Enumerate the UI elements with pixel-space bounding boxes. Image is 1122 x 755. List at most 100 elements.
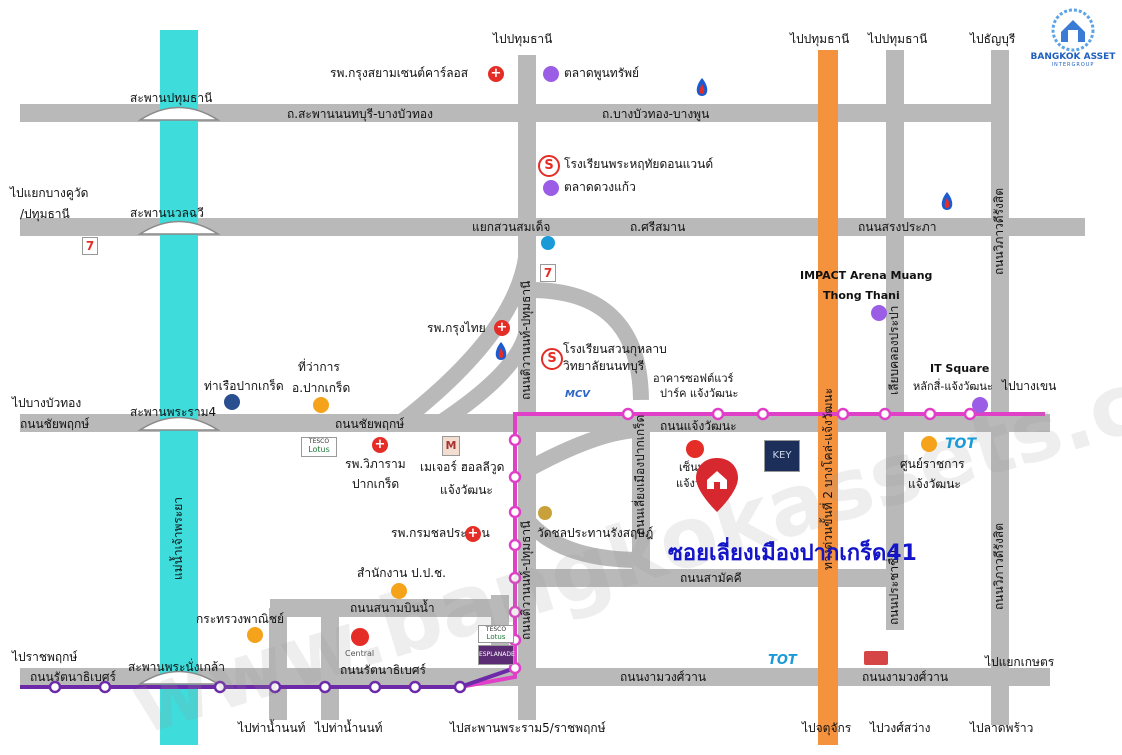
market-icon	[972, 397, 988, 413]
poi-krungthai-hospital: รพ.กรุงไทย	[427, 321, 486, 335]
road-label-sanam-bin-nam: ถนนสนามบินน้ำ	[350, 601, 435, 615]
poi-it-square-1: IT Square	[930, 362, 990, 375]
ramp-2	[395, 249, 535, 430]
poi-ministry-commerce: กระทรวงพาณิชย์	[196, 612, 285, 626]
poi-major-1: เมเจอร์ ฮอลลีวูด	[420, 460, 505, 474]
school-s-icon: S	[541, 348, 563, 370]
road-label-ngamwongwan: ถนนงามวงศ์วาน	[620, 670, 707, 684]
poi-office-pps: สำนักงาน ป.ป.ช.	[357, 566, 446, 580]
ntt-logo-icon	[864, 651, 888, 665]
road-label-khlong-prapa: เลียบคลองประปา	[887, 305, 901, 395]
road-label-chaiyaphruek: ถนนชัยพฤกษ์	[335, 417, 405, 431]
poi-gov-center-1: ศูนย์ราชการ	[900, 457, 965, 471]
poi-software-park-1: อาคารซอฟต์แวร์	[653, 372, 734, 385]
esplanade-logo: ESPLANADE	[478, 645, 515, 665]
road-label-sapan-nonthaburi: ถ.สะพานนนทบุรี-บางบัวทอง	[287, 107, 433, 121]
road-label-si-saman: ถ.ศรีสมาน	[630, 220, 686, 234]
brand-sub: INTERGROUP	[1051, 62, 1095, 68]
seven-eleven-icon: 7	[82, 237, 98, 255]
road-label-song-prapha: ถนนสรงประภา	[858, 220, 937, 234]
poi-district-office-1: ที่ว่าการ	[298, 360, 340, 374]
dir-ladprao: ไปลาดพร้าว	[970, 721, 1034, 735]
road-label-sapan-pathum: สะพานปทุมธานี	[130, 91, 213, 105]
road-label-sammakhi: ถนนสามัคคี	[680, 571, 742, 585]
road-label-chaiyaphruek-left: ถนนชัยพฤกษ์	[20, 417, 90, 431]
dir-tha-nam-non-2: ไปท่าน้ำนนท์	[315, 721, 383, 735]
road-label-wiphawadi-upper: ถนนวิภาวดีรังสิต	[992, 187, 1006, 275]
road-label-yaek-suan-somdet: แยกสวนสมเด็จ	[472, 220, 551, 234]
temple-icon	[538, 506, 552, 520]
poi-school-suan-kulab-2: วิทยาลัยนนทบุรี	[563, 359, 645, 373]
road-label-chaeng-wattana: ถนนแจ้งวัฒนะ	[660, 419, 737, 433]
poi-school-suan-kulab: โรงเรียนสวนกุหลาบ	[563, 342, 667, 356]
dir-pathum-2: ไปปทุมธานี	[790, 32, 850, 46]
poi-major-2: แจ้งวัฒนะ	[440, 483, 493, 497]
dir-pathum-4: /ปทุมธานี	[20, 207, 70, 221]
expressway	[818, 50, 838, 745]
poi-talat-duangkaew: ตลาดดวงแก้ว	[564, 180, 636, 194]
road-label-sapan-nangklao: สะพานพระนั่งเกล้า	[128, 660, 225, 674]
poi-talat-phun-sap: ตลาดพูนทรัพย์	[564, 66, 640, 80]
major-logo-icon: M	[442, 436, 460, 456]
poi-krungsiam-hospital: รพ.กรุงสยามเซนต์คาร์ลอส	[330, 66, 469, 80]
road-label-wiphawadi-lower: ถนนวิภาวดีรังสิต	[992, 522, 1006, 610]
dir-ratchaphruek: ไปราชพฤกษ์	[12, 650, 78, 664]
dir-tha-nam-non-1: ไปท่าน้ำนนท์	[238, 721, 306, 735]
landmark-icon	[391, 583, 407, 599]
market-icon	[543, 66, 559, 82]
poi-impact-1: IMPACT Arena Muang	[800, 269, 933, 282]
ptt-icon	[495, 342, 507, 360]
poi-central-1: เซ็นทรัล	[679, 461, 718, 474]
road-label-bangbuathong-bangphun: ถ.บางบัวทอง-บางพูน	[602, 107, 710, 121]
dir-yaek-kaset: ไปแยกเกษตร	[985, 655, 1055, 669]
chao-phraya-river	[160, 30, 198, 745]
bridge-pathum	[137, 106, 221, 121]
river-label: แม่น้ำเจ้าพระยา	[171, 496, 185, 580]
poi-central-2: แจ้งวั	[676, 477, 702, 490]
central-logo-icon	[351, 628, 369, 646]
road-label-ngamwongwan-right: ถนนงามวงศ์วาน	[862, 670, 949, 684]
poi-irrigation-hospital: รพ.กรมชลประทาน	[391, 526, 490, 540]
dir-yaek-bangkhuat: ไปแยกบางคูวัด	[10, 186, 89, 200]
home-pin-icon	[696, 458, 738, 512]
house-shield-icon	[1051, 8, 1095, 52]
road-label-rattanathibet: ถนนรัตนาธิเบศร์	[340, 663, 426, 677]
poi-pakkret-pier: ท่าเรือปากเกร็ด	[204, 379, 284, 393]
bridge-rama4	[137, 416, 221, 431]
central-logo-text: Central	[345, 649, 375, 658]
hospital-cross-icon: +	[372, 437, 388, 453]
central-logo-icon	[686, 440, 704, 458]
poi-wat-chonprathan: วัดชลประทานรังสฤษฎ์	[537, 526, 654, 540]
road-label-sapan-rama4: สะพานพระราม4	[130, 405, 217, 419]
transit-icon	[541, 236, 555, 250]
tot-logo: TOT	[768, 653, 797, 668]
road-label-bypass: ถนนเลี่ยงเมืองปากเกร็ด	[633, 414, 647, 535]
mcv-logo: MCV	[565, 389, 591, 400]
dir-pathum-1: ไปปทุมธานี	[493, 32, 553, 46]
poi-it-square-2: หลักสี่-แจ้งวัฒนะ	[913, 380, 993, 393]
road-label-tiwanon-lower: ถนนติวานนท์-ปทุมธานี	[519, 520, 533, 640]
dir-wongsawang: ไปวงศ์สว่าง	[870, 721, 931, 735]
tot-logo: TOT	[945, 436, 977, 452]
landmark-icon	[247, 627, 263, 643]
road-label-tiwanon: ถนนติวานนท์-ปทุมธานี	[519, 280, 533, 400]
target-label: ซอยเลี่ยงเมืองปากเกร็ด41	[668, 541, 917, 566]
ramp-1	[529, 282, 649, 401]
school-s-icon: S	[538, 155, 560, 177]
market-icon	[543, 180, 559, 196]
road-label-rattanathibet-left: ถนนรัตนาธิเบศร์	[30, 670, 116, 684]
poi-wiphaaram-1: รพ.วิภาราม	[345, 457, 406, 471]
dir-bangbuathong: ไปบางบัวทอง	[12, 396, 82, 410]
ramp-3	[435, 328, 535, 430]
hospital-cross-icon: +	[465, 526, 481, 542]
poi-software-park-2: ปาร์ค แจ้งวัฒนะ	[660, 387, 739, 400]
poi-wiphaaram-2: ปากเกร็ด	[352, 477, 400, 491]
brand-logo: BANGKOK ASSET INTERGROUP	[1028, 8, 1118, 70]
ramp-4	[523, 422, 642, 478]
dir-sapan-rama5: ไปสะพานพระราม5/ราชพฤกษ์	[450, 721, 606, 735]
ptt-icon	[696, 78, 708, 96]
road-label-nuanwi: สะพานนวลฉวี	[130, 206, 204, 220]
landmark-icon	[313, 397, 329, 413]
